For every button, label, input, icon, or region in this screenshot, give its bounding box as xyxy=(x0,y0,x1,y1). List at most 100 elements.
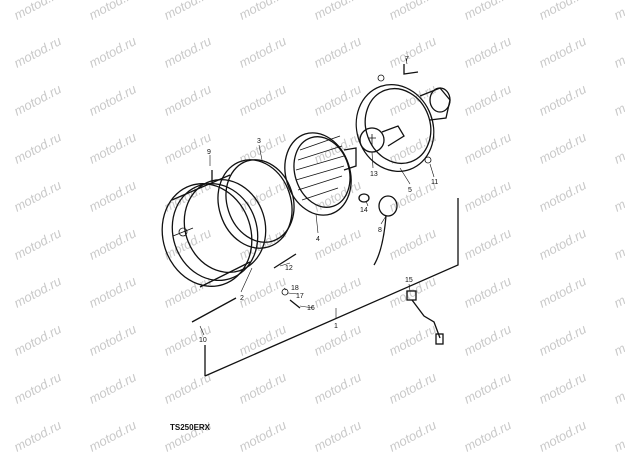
part-bracket-outline xyxy=(204,198,459,377)
callout-9: 9 xyxy=(207,149,211,156)
watermark-text: motod.ru xyxy=(461,0,513,23)
watermark-text: motod.ru xyxy=(236,321,288,358)
callout-2: 2 xyxy=(240,295,244,302)
callout-7: 7 xyxy=(405,56,409,63)
watermark-text: motod.ru xyxy=(311,225,363,262)
watermark-text: motod.ru xyxy=(161,81,213,118)
watermark-text: motod.ru xyxy=(611,0,625,23)
watermark-text: motod.ru xyxy=(311,273,363,310)
watermark-text: motod.ru xyxy=(386,321,438,358)
watermark-text: motod.ru xyxy=(11,33,63,70)
watermark-text: motod.ru xyxy=(311,417,363,454)
watermark-text: motod.ru xyxy=(11,129,63,166)
watermark-text: motod.ru xyxy=(461,321,513,358)
watermark-text: motod.ru xyxy=(536,321,588,358)
watermark-text: motod.ru xyxy=(161,33,213,70)
watermark-text: motod.ru xyxy=(86,177,138,214)
watermark-text: motod.ru xyxy=(161,0,213,23)
watermark-text: motod.ru xyxy=(536,369,588,406)
watermark-text: motod.ru xyxy=(536,81,588,118)
part-sealed-beam xyxy=(284,132,357,216)
watermark-text: motod.ru xyxy=(386,33,438,70)
watermark-text: motod.ru xyxy=(86,33,138,70)
callout-16: 16 xyxy=(307,305,315,312)
watermark-text: motod.ru xyxy=(461,273,513,310)
callout-12: 12 xyxy=(285,265,293,272)
watermark-text: motod.ru xyxy=(11,225,63,262)
callout-5: 5 xyxy=(408,187,412,194)
part-pilot-socket xyxy=(358,193,398,266)
watermark-text: motod.ru xyxy=(611,417,625,454)
callout-15: 15 xyxy=(405,277,413,284)
watermark-text: motod.ru xyxy=(311,81,363,118)
callout-13: 13 xyxy=(370,171,378,178)
callout-18: 18 xyxy=(291,285,299,292)
watermark-text: motod.ru xyxy=(461,417,513,454)
watermark-text: motod.ru xyxy=(536,273,588,310)
callout-3: 3 xyxy=(257,138,261,145)
watermark-text: motod.ru xyxy=(11,0,63,23)
watermark-text: motod.ru xyxy=(536,0,588,23)
watermark-text: motod.ru xyxy=(311,369,363,406)
watermark-text: motod.ru xyxy=(86,129,138,166)
watermark-text: motod.ru xyxy=(86,273,138,310)
watermark-text: motod.ru xyxy=(236,177,288,214)
callout-17: 17 xyxy=(296,293,304,300)
watermark-text: motod.ru xyxy=(86,225,138,262)
part-housing xyxy=(161,174,267,288)
watermark-text: motod.ru xyxy=(461,177,513,214)
leader-lines xyxy=(199,57,435,336)
watermark-text: motod.ru xyxy=(11,273,63,310)
watermark-text: motod.ru xyxy=(236,0,288,23)
watermark-text: motod.ru xyxy=(461,81,513,118)
part-connector xyxy=(406,290,444,345)
part-rim xyxy=(217,159,295,249)
model-code: TS250ERX xyxy=(170,423,211,432)
watermark-text: motod.ru xyxy=(611,177,625,214)
watermark-text: motod.ru xyxy=(11,81,63,118)
watermark-text: motod.ru xyxy=(386,225,438,262)
watermark-text: motod.ru xyxy=(461,225,513,262)
watermark-text: motod.ru xyxy=(536,129,588,166)
watermark-text: motod.ru xyxy=(236,417,288,454)
callout-14: 14 xyxy=(360,207,368,214)
watermark-text: motod.ru xyxy=(536,225,588,262)
watermark-text: motod.ru xyxy=(461,369,513,406)
watermark-text: motod.ru xyxy=(236,369,288,406)
watermark-text: motod.ru xyxy=(236,81,288,118)
watermark-text: motod.ru xyxy=(386,369,438,406)
watermark-text: motod.ru xyxy=(536,177,588,214)
watermark-text: motod.ru xyxy=(386,81,438,118)
watermark-text: motod.ru xyxy=(611,33,625,70)
watermark-text: motod.ru xyxy=(611,129,625,166)
watermark-text: motod.ru xyxy=(611,225,625,262)
watermark-text: motod.ru xyxy=(236,273,288,310)
watermark-text: motod.ru xyxy=(11,321,63,358)
callout-4: 4 xyxy=(316,236,320,243)
watermark-text: motod.ru xyxy=(611,369,625,406)
watermark-text: motod.ru xyxy=(86,369,138,406)
callout-labels: 1 2 3 4 5 7 8 9 10 11 12 13 14 15 16 17 … xyxy=(170,56,438,432)
watermark-text: motod.ru xyxy=(311,0,363,23)
watermark-text: motod.ru xyxy=(11,417,63,454)
watermark-text: motod.ru xyxy=(611,81,625,118)
watermark-text: motod.ru xyxy=(161,129,213,166)
callout-11: 11 xyxy=(431,179,438,186)
callout-8: 8 xyxy=(378,227,382,234)
callout-10: 10 xyxy=(199,337,207,344)
watermark-text: motod.ru xyxy=(611,273,625,310)
watermark-text: motod.ru xyxy=(611,321,625,358)
watermark-text: motod.ru xyxy=(311,33,363,70)
watermark-text: motod.ru xyxy=(86,81,138,118)
watermark-layer: motod.ru motod.ru motod.ru motod.ru motod.ru… xyxy=(11,0,625,455)
watermark-text: motod.ru xyxy=(461,33,513,70)
watermark-text: motod.ru xyxy=(386,0,438,23)
watermark-text: motod.ru xyxy=(11,177,63,214)
watermark-text: motod.ru xyxy=(86,321,138,358)
watermark-text: motod.ru xyxy=(86,417,138,454)
watermark-text: motod.ru xyxy=(536,417,588,454)
part-socket-plate xyxy=(355,84,451,172)
watermark-text: motod.ru xyxy=(236,33,288,70)
